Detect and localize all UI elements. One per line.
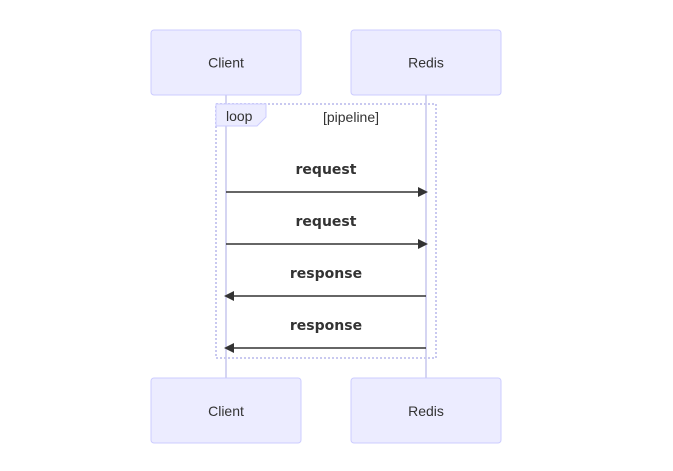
- arrowhead-icon: [418, 187, 428, 197]
- message-label: request: [296, 162, 357, 178]
- message-3: response: [224, 266, 426, 301]
- actor-label: Client: [208, 55, 244, 71]
- message-label: response: [290, 318, 362, 334]
- message-2: request: [226, 214, 428, 249]
- loop-frame: loop [pipeline]: [215, 103, 437, 359]
- arrowhead-icon: [418, 239, 428, 249]
- actor-redis-bottom[interactable]: Redis: [350, 377, 502, 444]
- loop-keyword: loop: [226, 108, 253, 124]
- actor-label: Redis: [408, 403, 444, 419]
- message-1: request: [226, 162, 428, 197]
- arrowhead-icon: [224, 343, 234, 353]
- loop-condition: [pipeline]: [323, 109, 379, 125]
- arrowhead-icon: [224, 291, 234, 301]
- actor-label: Client: [208, 403, 244, 419]
- message-label: request: [296, 214, 357, 230]
- message-label: response: [290, 266, 362, 282]
- message-4: response: [224, 318, 426, 353]
- actor-redis-top[interactable]: Redis: [350, 29, 502, 96]
- actor-client-bottom[interactable]: Client: [150, 377, 302, 444]
- actor-client-top[interactable]: Client: [150, 29, 302, 96]
- actor-label: Redis: [408, 55, 444, 71]
